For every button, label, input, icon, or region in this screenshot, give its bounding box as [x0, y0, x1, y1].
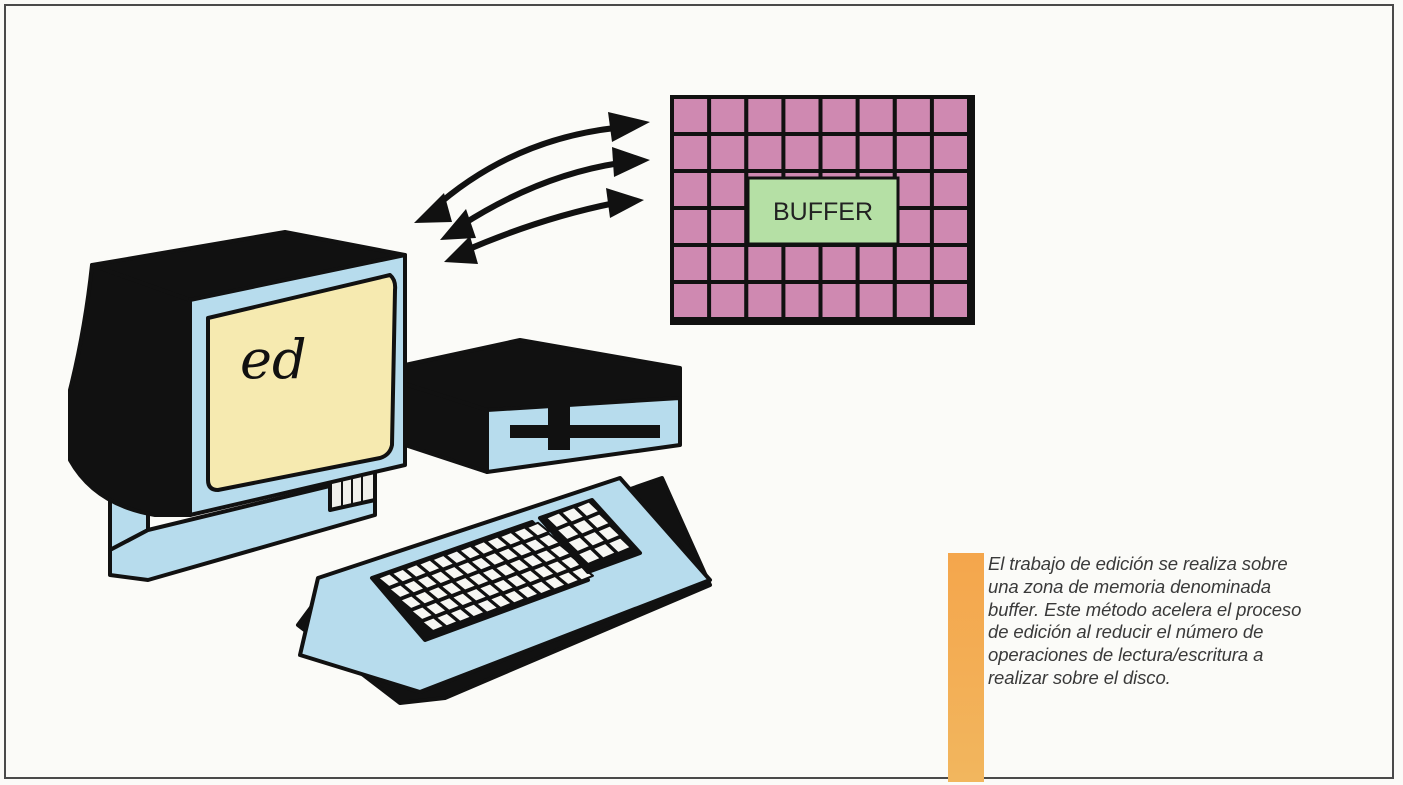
monitor-casing-side [70, 265, 190, 515]
buffer-cell [711, 247, 744, 280]
buffer-cell [748, 284, 781, 317]
buffer-cell [674, 210, 707, 243]
disk-drive-unit [405, 340, 680, 472]
disk-slot-icon [510, 425, 660, 438]
arrow-bottom-head-right-icon [606, 188, 644, 218]
buffer-cell [897, 284, 930, 317]
arrow-top-head-right-icon [608, 112, 650, 142]
buffer-cell [674, 247, 707, 280]
caption-text: El trabajo de edición se realiza sobre u… [988, 553, 1318, 690]
buffer-cell [711, 136, 744, 169]
buffer-cell [860, 99, 893, 132]
buffer-cell [711, 173, 744, 206]
buffer-cell [785, 284, 818, 317]
buffer-cell [897, 99, 930, 132]
buffer-cell [897, 173, 930, 206]
buffer-cell [674, 99, 707, 132]
buffer-cell [823, 136, 856, 169]
buffer-cell [748, 99, 781, 132]
caption-accent-bar [948, 553, 984, 782]
buffer-cell [897, 247, 930, 280]
buffer-cell [934, 210, 967, 243]
screen-command-text: ed [240, 328, 307, 391]
buffer-cell [674, 284, 707, 317]
buffer-label: BUFFER [773, 198, 873, 226]
buffer-cell [860, 247, 893, 280]
buffer-cell [860, 136, 893, 169]
arrow-middle-head-right-icon [612, 147, 650, 177]
monitor: ed [70, 232, 405, 515]
buffer-cell [785, 99, 818, 132]
buffer-cell [674, 173, 707, 206]
buffer-cell [785, 247, 818, 280]
buffer-cell [934, 173, 967, 206]
buffer-cell [823, 99, 856, 132]
buffer-cell [934, 247, 967, 280]
buffer-cell [748, 247, 781, 280]
buffer-cell [711, 99, 744, 132]
buffer-cell [860, 284, 893, 317]
buffer-cell [748, 136, 781, 169]
buffer-cell [934, 136, 967, 169]
caption-block: El trabajo de edición se realiza sobre u… [948, 553, 1318, 690]
buffer-cell [785, 136, 818, 169]
buffer-cell [711, 284, 744, 317]
buffer-cell [934, 99, 967, 132]
buffer-cell [897, 210, 930, 243]
buffer-cell [934, 284, 967, 317]
buffer-cell [823, 247, 856, 280]
arrow-bottom-head-left-icon [444, 236, 478, 264]
buffer-cell [897, 136, 930, 169]
disk-latch-icon [548, 398, 570, 450]
buffer-cell [711, 210, 744, 243]
buffer-cell [823, 284, 856, 317]
buffer-cell [674, 136, 707, 169]
buffer-memory-grid: BUFFER [670, 95, 975, 325]
